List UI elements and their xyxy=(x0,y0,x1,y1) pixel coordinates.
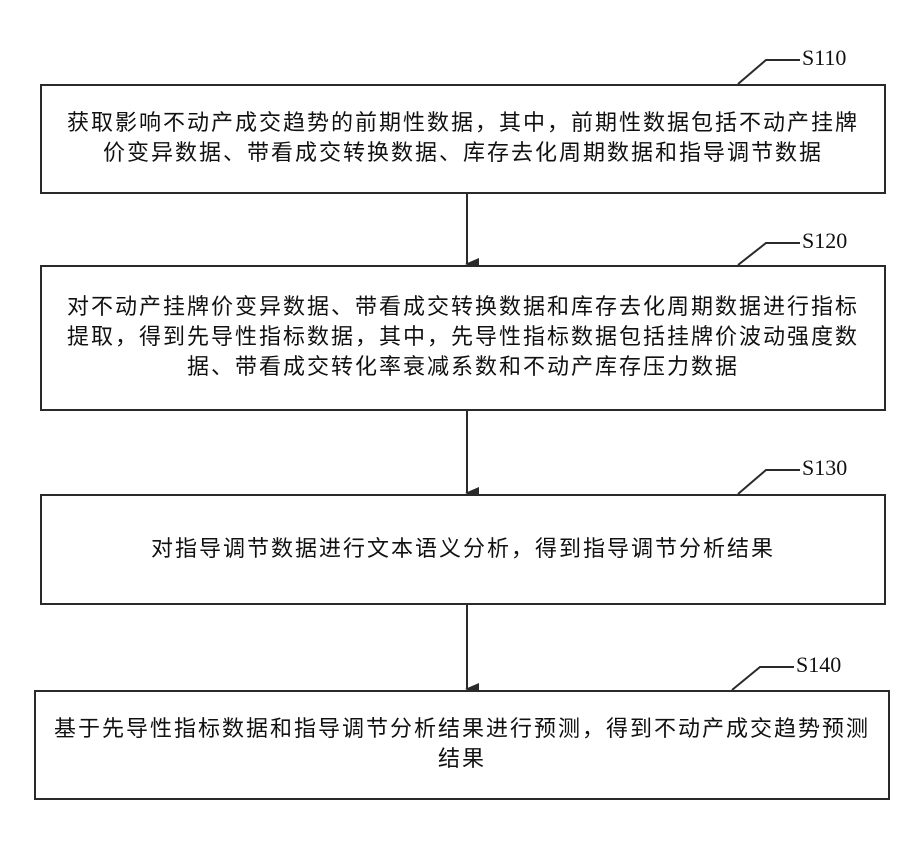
step-text-s140: 基于先导性指标数据和指导调节分析结果进行预测，得到不动产成交趋势预测结果 xyxy=(36,715,888,775)
step-text-s110: 获取影响不动产成交趋势的前期性数据，其中，前期性数据包括不动产挂牌价变异数据、带… xyxy=(42,109,884,169)
step-box-s120: 对不动产挂牌价变异数据、带看成交转换数据和库存去化周期数据进行指标提取，得到先导… xyxy=(40,265,886,411)
label-leader-s110 xyxy=(738,60,800,84)
step-box-s140: 基于先导性指标数据和指导调节分析结果进行预测，得到不动产成交趋势预测结果 xyxy=(34,690,890,800)
label-leader-s140 xyxy=(732,667,794,690)
step-label-s130: S130 xyxy=(802,455,847,481)
step-text-s130: 对指导调节数据进行文本语义分析，得到指导调节分析结果 xyxy=(137,535,789,565)
step-label-s140: S140 xyxy=(796,652,841,678)
step-label-s110: S110 xyxy=(802,45,846,71)
step-label-s120: S120 xyxy=(802,228,847,254)
step-text-s120: 对不动产挂牌价变异数据、带看成交转换数据和库存去化周期数据进行指标提取，得到先导… xyxy=(42,293,884,383)
step-box-s130: 对指导调节数据进行文本语义分析，得到指导调节分析结果 xyxy=(40,494,886,605)
label-leader-s120 xyxy=(738,243,800,265)
label-leader-s130 xyxy=(738,470,800,494)
step-box-s110: 获取影响不动产成交趋势的前期性数据，其中，前期性数据包括不动产挂牌价变异数据、带… xyxy=(40,84,886,194)
